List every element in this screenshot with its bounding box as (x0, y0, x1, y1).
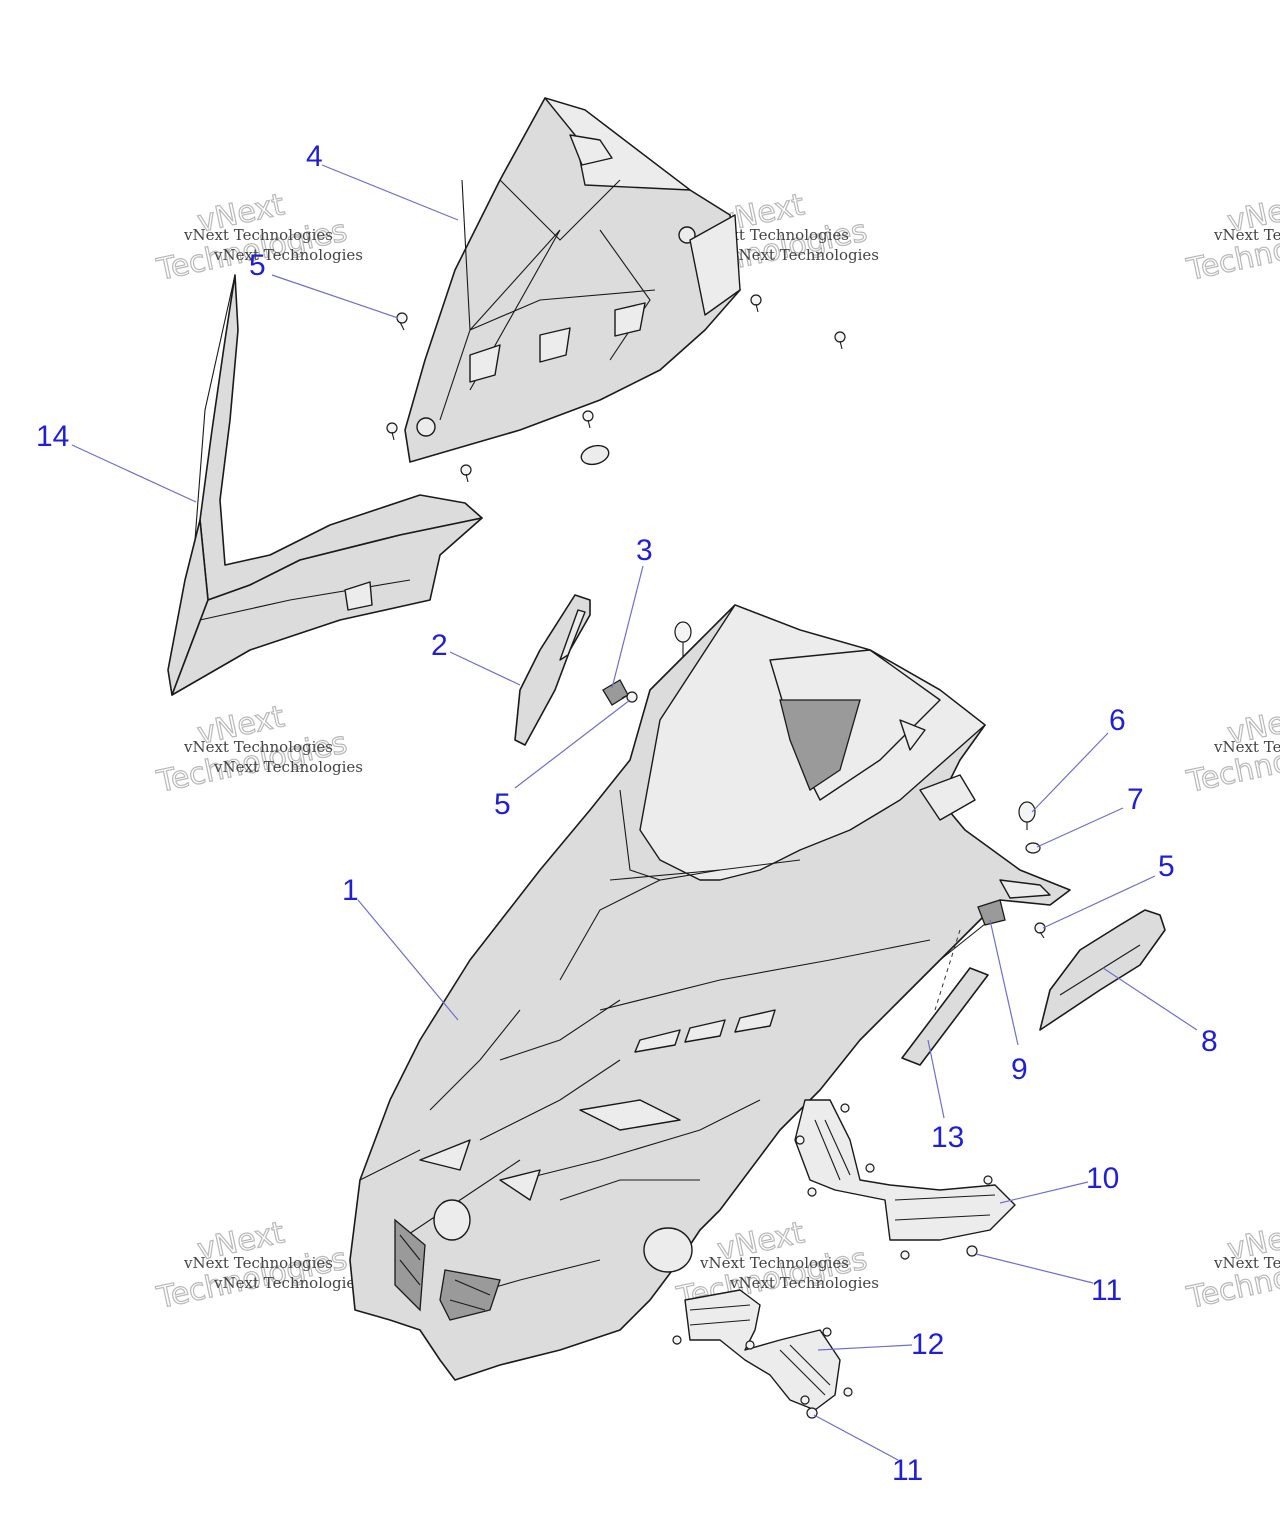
leader-10 (999, 1181, 1089, 1204)
leader-lines (71, 164, 1198, 1461)
watermark-small: vNext Technologies (183, 738, 333, 756)
watermark-small: vNext Technologies (699, 1254, 849, 1272)
leader-14 (71, 444, 197, 503)
watermark-small: vNext Technologies (183, 226, 333, 244)
callout-5-middle: 5 (494, 788, 511, 821)
leader-11a (975, 1253, 1094, 1284)
part-2-trim (514, 594, 591, 746)
nut-part-7 (1025, 842, 1041, 854)
callout-13: 13 (931, 1121, 964, 1154)
watermark: vNext Technologies vNext Technologies (1183, 187, 1280, 289)
watermark-small: vNext Technologies (1213, 738, 1280, 756)
leader-5a (271, 274, 399, 319)
nut-part-11-lower (806, 1407, 818, 1419)
screw-part-5-right (1034, 922, 1046, 939)
screw (460, 464, 472, 483)
callout-4: 4 (306, 140, 323, 173)
watermark: vNext Technologies vNext Technologies vN… (153, 1215, 363, 1317)
watermark-small-b: vNext Technologies (729, 246, 879, 264)
callout-5-right: 5 (1158, 850, 1175, 883)
part-10-bracket (794, 1099, 1016, 1260)
callout-labels: 4 5 14 2 3 5 1 6 7 5 8 9 13 10 11 12 11 (36, 140, 1218, 1487)
callout-11-lower: 11 (892, 1454, 923, 1487)
leader-7 (1036, 807, 1124, 848)
watermark-small-b: vNext Technologies (213, 1274, 363, 1292)
screw (834, 331, 846, 350)
callout-3: 3 (636, 534, 653, 567)
callout-5-upper: 5 (249, 249, 266, 282)
watermark-small-b: vNext Technologies (729, 1274, 879, 1292)
leader-1 (357, 899, 459, 1021)
leader-3 (611, 565, 644, 689)
part-4-windshield (404, 97, 741, 466)
callout-9: 9 (1011, 1053, 1028, 1086)
watermark-small-b: vNext Technologies (213, 246, 363, 264)
fastener-part-6 (1018, 801, 1036, 830)
watermark-small: vNext Technologies (1213, 226, 1280, 244)
callout-11-upper: 11 (1091, 1274, 1122, 1307)
callout-1: 1 (342, 874, 359, 907)
watermark: vNext Technologies vNext Technologies (1183, 699, 1280, 801)
screw (750, 294, 762, 313)
callout-8: 8 (1201, 1025, 1218, 1058)
nut-part-11-upper (966, 1245, 978, 1257)
leader-4 (321, 164, 459, 221)
callout-7: 7 (1127, 783, 1144, 816)
watermark-small: vNext Technologies (183, 1254, 333, 1272)
leader-12 (817, 1344, 913, 1351)
callout-10: 10 (1086, 1162, 1119, 1195)
part-12-bracket (672, 1289, 853, 1411)
leader-11b (813, 1414, 899, 1461)
watermark: vNext Technologies vNext Technologies vN… (153, 187, 363, 289)
leader-6 (1031, 732, 1109, 813)
part-1-hood (349, 604, 1071, 1381)
callout-12: 12 (911, 1328, 944, 1361)
leader-8 (1102, 967, 1198, 1031)
screw (386, 422, 398, 441)
callout-14: 14 (36, 420, 69, 453)
part-3-clip (602, 679, 629, 706)
leader-2 (449, 651, 521, 686)
watermark: vNext Technologies vNext Technologies vN… (153, 699, 363, 801)
watermark: vNext Technologies vNext Technologies (1183, 1215, 1280, 1317)
callout-2: 2 (431, 629, 448, 662)
watermark-small: vNext Technologies (1213, 1254, 1280, 1272)
leader-5b (514, 699, 631, 789)
leader-9 (989, 919, 1019, 1046)
screws-part-5-upper (386, 294, 846, 483)
callout-6: 6 (1109, 704, 1126, 737)
part-8-side-trim (1039, 909, 1166, 1031)
screw (582, 410, 594, 429)
part-13-strip (901, 929, 989, 1066)
leader-13 (927, 1039, 945, 1119)
screw (396, 312, 408, 331)
leader-5c (1042, 875, 1156, 929)
part-14-side-panel (167, 274, 483, 696)
watermark-small-b: vNext Technologies (213, 758, 363, 776)
screw-part-5-mid (621, 691, 638, 703)
